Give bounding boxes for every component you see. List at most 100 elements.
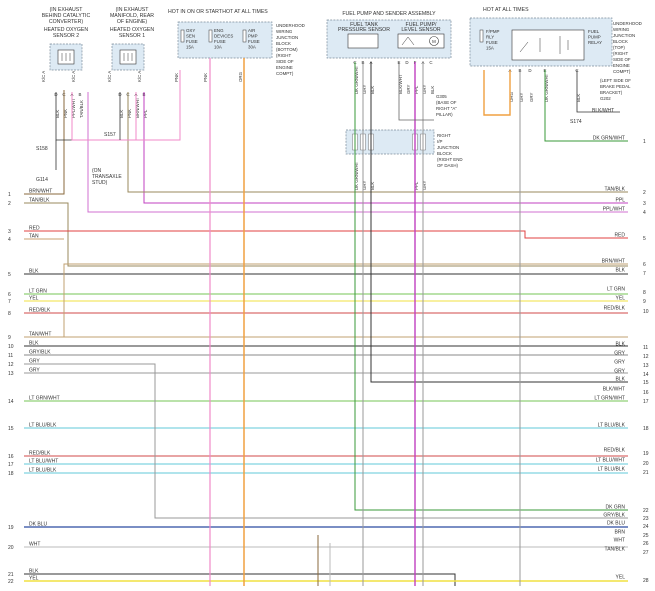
fuse-icon [180,29,185,43]
ppl-wire [143,92,628,204]
right-row-number: 2 [643,190,646,196]
right-row-number: 25 [643,533,649,539]
g305-label: (BASE OF [436,100,457,105]
right-row-number: 18 [643,426,649,432]
sensor1-location-1: (IN EXHAUST [116,7,150,13]
relay-block-label: COMPT) [613,69,631,74]
right-row-label: GRY [614,351,625,357]
hot-run-label: HOT IN ON OR START [168,9,223,15]
right-row-number: 23 [643,516,649,522]
relay-name: FUEL [588,29,600,34]
left-row-label: LT GRN/WHT [29,396,60,402]
right-row-label: RED/BLK [604,448,626,454]
right-row-label: YEL [616,575,626,581]
g202-label: BRACKET) [600,90,623,95]
left-row-number: 14 [8,399,14,405]
fuse-icon [242,29,247,43]
left-row-label: LT GRN [29,289,47,295]
right-row-label: LT BLU/WHT [596,458,625,464]
tan-blk-wire [24,202,628,267]
right-row-label: BLK/WHT [603,387,625,393]
s174-label: S174 [570,119,582,125]
relay-pin-letter: D [528,68,531,73]
right-row-label: GRY/BLK [603,513,625,519]
left-row-number: 3 [8,229,11,235]
ipjb-label: JUNCTION [437,145,459,150]
fuel-pump-motor-icon [429,36,439,46]
left-row-label: WHT [29,542,40,548]
left-row-label: TAN/BLK [29,198,50,204]
relay-coil-icon [519,36,569,54]
relay-fuse-label: F/PMP [486,29,499,34]
left-row-label: RED/BLK [29,451,51,457]
fuse-block-bottom-box [177,21,273,59]
blk-wire-21 [24,573,456,586]
fuse-block-label: UNDERHOOD [276,23,305,28]
relay-pin-color: GRY [529,92,534,102]
relay-ground-wire [576,70,620,113]
relay-block-label: SIDE OF [613,57,631,62]
pump-pin-letter: D [405,60,408,65]
relay-pin-color: GRY [519,92,524,102]
tan-blk-sensor-wire [127,92,628,193]
relay-block-label: BLOCK [613,39,628,44]
fuse-icon [208,29,213,43]
right-row-number: 13 [643,363,649,369]
right-row-number: 12 [643,354,649,360]
left-row-label: BLK [29,269,39,275]
right-row-number: 16 [643,390,649,396]
fuel-pump-assembly: FUEL PUMP AND SENDER ASSEMBLY FUEL TANK … [326,11,457,117]
fuse-name: OXY [186,28,195,33]
left-row-label: LT BLU/WHT [29,459,58,465]
relay-pin-color: ORG [509,91,514,102]
brn-wht-wire [24,90,65,195]
org-wire-label: ORG [238,71,243,82]
sensor1-kca-2: K/C A [137,71,142,82]
left-row-label: GRY [29,359,40,365]
tank-pressure-sensor [347,33,379,49]
right-row-number: 24 [643,524,649,530]
relay-pin-color: BLK [576,94,581,102]
left-row-number: 22 [8,579,14,585]
right-row-label: LT GRN/WHT [594,396,625,402]
underhood-fuse-block-bottom: HOT IN ON OR START HOT AT ALL TIMES OXYS… [168,9,305,82]
left-row-label: BLK [29,569,39,575]
right-row-number: 21 [643,470,649,476]
g305-label: G305 [436,94,447,99]
fuse-block-label: (RIGHT [276,53,291,58]
g114-loc-2: TRANSAXLE [92,174,122,180]
fuse-block-label: SIDE OF [276,59,294,64]
left-row-number: 12 [8,362,14,368]
left-row-label: RED [29,226,40,232]
left-row-number: 18 [8,471,14,477]
fuse-name: AIR [248,28,255,33]
pump-pin-color: GRY [422,84,427,94]
oxygen-sensor-1: (IN EXHAUST MANIFOLD, REAR OF ENGINE) HE… [107,7,154,118]
sensor1-heater-icon [123,53,133,61]
splice-labels: S157 S158 G114 (ON TRANSAXLE STUD) S174 … [36,108,614,186]
right-row-label: LT BLU/BLK [598,467,626,473]
relay-fuse-label: 15A [486,46,494,51]
sensor-pin-color: PPL [143,109,148,118]
right-row-number: 28 [643,578,649,584]
left-row-number: 8 [8,311,11,317]
right-row-label: PPL [616,198,626,204]
sensor1-location-3: OF ENGINE) [117,19,148,25]
left-row-label: BRN/WHT [29,189,52,195]
right-row-number: 3 [643,201,646,207]
left-row-label: RED/BLK [29,308,51,314]
right-row-label: RED/BLK [604,306,626,312]
fuse-block-label: COMPT) [276,71,294,76]
wire-lines [24,58,628,586]
relay-block-label: UNDERHOOD [613,21,642,26]
left-row-number: 5 [8,272,11,278]
right-row-label: GRY [614,360,625,366]
relay-fuse-icon [479,29,484,43]
left-row-label: LT BLU/BLK [29,423,57,429]
right-row-number: 22 [643,508,649,514]
right-row-label: GRY [614,369,625,375]
left-row-number: 10 [8,344,14,350]
left-row-number: 9 [8,335,11,341]
right-row-number: 27 [643,550,649,556]
